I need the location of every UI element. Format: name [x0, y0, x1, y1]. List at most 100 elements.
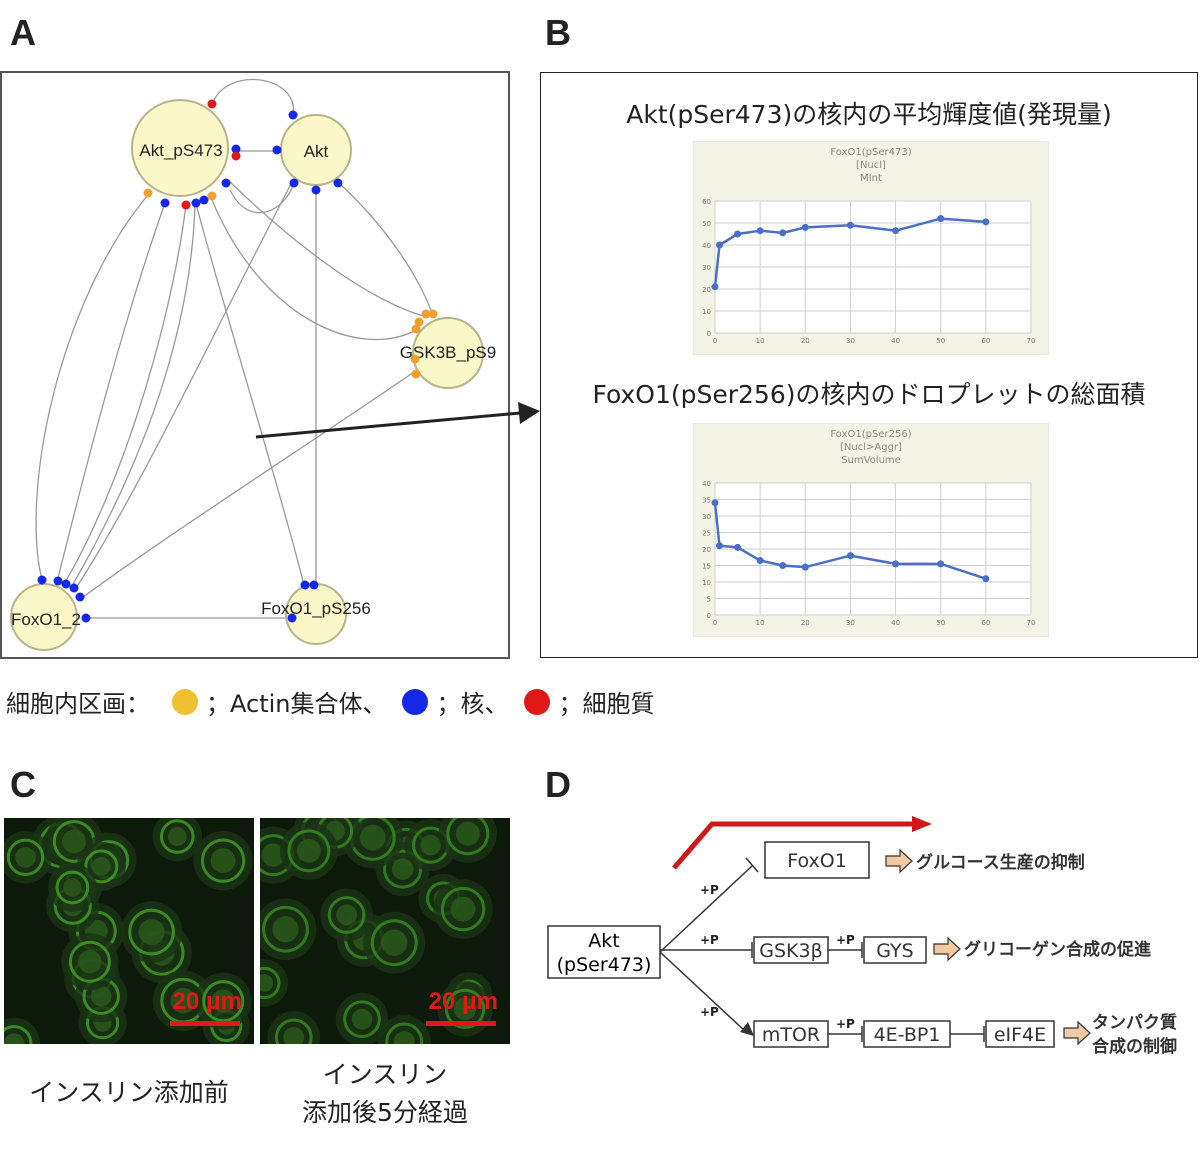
data-point [711, 283, 719, 291]
y-tick-label: 10 [702, 308, 711, 316]
x-tick-label: 60 [981, 337, 990, 345]
foxo1-box [764, 841, 870, 879]
cell-nucleus [370, 919, 418, 967]
nucleus-interior [381, 929, 408, 956]
data-point [892, 560, 900, 568]
node-label-akt: Akt [304, 142, 329, 161]
outcome-arrow-1 [885, 848, 913, 874]
series-line [713, 217, 986, 287]
x-tick-label: 10 [756, 619, 765, 627]
nucleus-interior [391, 858, 414, 880]
data-point [756, 557, 764, 565]
nucleus-interior [90, 985, 112, 1007]
nucleus-interior [78, 950, 102, 974]
network-diagram: Akt_pS473 Akt GSK3B_pS9 FoxO1_2 FoxO1_pS… [0, 71, 510, 659]
series-line [713, 502, 987, 580]
caption-after-line2: 添加後5分経過 [302, 1098, 468, 1127]
panel-label-c: C [10, 764, 36, 805]
y-tick-label: 15 [702, 563, 711, 571]
nucleus-interior [167, 827, 187, 846]
x-tick-label: 0 [713, 619, 717, 627]
nucleus-interior [210, 848, 236, 874]
cell-nucleus [200, 838, 246, 883]
network-edges [35, 78, 433, 619]
x-tick-label: 20 [801, 619, 810, 627]
plus-p-mtor: +P [700, 1005, 719, 1019]
nucleus-interior [420, 834, 441, 856]
outcome-glucose: グルコース生産の抑制 [916, 852, 1085, 873]
data-point [937, 215, 945, 223]
mtor-box [753, 1020, 829, 1048]
data-point [846, 552, 854, 560]
x-tick-label: 30 [846, 619, 855, 627]
node-label-foxo1-ps256: FoxO1_pS256 [261, 599, 371, 618]
compartment-dots [37, 99, 438, 623]
y-tick-label: 5 [707, 596, 711, 604]
legend-dot-nucleus [402, 688, 429, 715]
eif4e-label: eIF4E [994, 1024, 1046, 1046]
nucleus-interior [63, 878, 82, 897]
data-point [982, 575, 990, 583]
panel-label-a: A [10, 12, 36, 53]
y-tick-label: 40 [702, 242, 711, 250]
caption-after-line1: インスリン [322, 1060, 448, 1089]
plus-p-gys: +P [836, 933, 855, 947]
x-tick-label: 30 [846, 337, 855, 345]
gys-box [863, 936, 927, 964]
scale-label-before: 20 μm [172, 988, 242, 1015]
cell-nucleus [444, 988, 486, 1030]
y-tick-label: 30 [702, 264, 711, 272]
nucleus-interior [272, 916, 299, 943]
nucleus-interior [261, 843, 286, 867]
signaling-diagram: Akt (pSer473) +P +P +P +P +P FoxO1 GSK3β… [547, 816, 1177, 1057]
panel-label-d: D [545, 764, 571, 805]
y-tick-label: 20 [702, 286, 711, 294]
nucleus-interior [283, 1026, 305, 1048]
pathway-edges [659, 857, 985, 1042]
nucleus-interior [359, 824, 386, 851]
x-tick-label: 40 [891, 337, 900, 345]
data-point [982, 218, 990, 226]
outcome-glycogen: グリコーゲン合成の促進 [964, 939, 1151, 960]
cell-nucleus [68, 940, 111, 983]
y-tick-label: 10 [702, 579, 711, 587]
nucleus-interior [450, 896, 476, 922]
x-tick-label: 0 [713, 337, 717, 345]
nucleus-interior [255, 974, 274, 992]
cell-nucleus [202, 980, 245, 1023]
cell-nucleus [327, 896, 366, 934]
eif4e-box [985, 1020, 1055, 1048]
chart-header-line: FoxO1(pSer256) [830, 429, 911, 440]
data-point [937, 560, 945, 568]
nucleus-interior [455, 821, 480, 846]
foxo1-label: FoxO1 [787, 850, 847, 872]
data-point [892, 227, 900, 235]
4ebp1-box [863, 1020, 951, 1048]
nucleus-interior [138, 918, 165, 946]
cell-nucleus [287, 829, 331, 873]
x-tick-label: 70 [1027, 337, 1036, 345]
data-point [779, 562, 787, 569]
micrograph-after: 20 μm [240, 792, 510, 1068]
data-point [716, 542, 724, 550]
panel-label-b: B [545, 12, 571, 53]
compartment-legend: 細胞内区画： ；Actin集合体、 ；核、 ；細胞質 [6, 684, 654, 719]
y-tick-label: 0 [707, 330, 711, 338]
y-tick-label: 40 [702, 480, 711, 488]
data-point [716, 241, 724, 249]
node-label-akt-ps473: Akt_pS473 [139, 141, 222, 160]
x-tick-label: 60 [981, 619, 990, 627]
mtor-arrowhead [740, 1022, 754, 1036]
chart2-title: FoxO1(pSer256)の核内のドロプレットの総面積 [592, 380, 1146, 409]
micrograph-before: 20 μm [0, 811, 254, 1070]
x-tick-label: 40 [891, 619, 900, 627]
scale-bar-before [170, 1021, 240, 1026]
cell-nucleus [440, 886, 486, 932]
y-tick-label: 25 [702, 530, 711, 538]
chart-header-line: SumVolume [841, 455, 901, 466]
x-tick-label: 70 [1027, 619, 1036, 627]
data-point [801, 563, 809, 571]
nucleus-interior [211, 989, 235, 1013]
